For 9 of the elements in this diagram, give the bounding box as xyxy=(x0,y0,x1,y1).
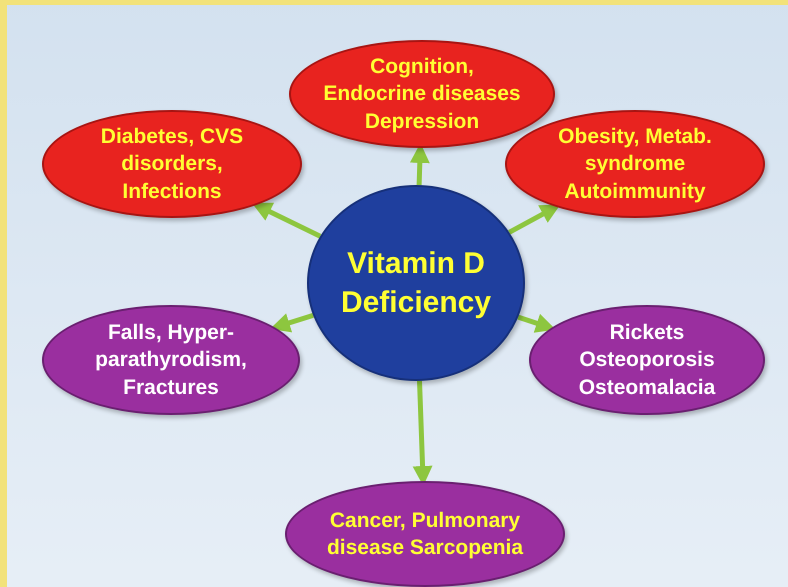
arrow xyxy=(252,202,322,239)
node-label: Cancer, Pulmonary disease Sarcopenia xyxy=(326,508,524,561)
node-label: Obesity, Metab. syndrome Autoimmunity xyxy=(557,124,713,205)
node-label: Diabetes, CVS disorders, Infections xyxy=(100,124,244,205)
node-label: Vitamin D Deficiency xyxy=(340,246,492,321)
node-label: Rickets Osteoporosis Osteomalacia xyxy=(578,320,716,401)
arrow xyxy=(508,204,560,234)
node-label: Falls, Hyper-parathyrodism, Fractures xyxy=(94,320,248,401)
node-label: Cognition, Endocrine diseases Depression xyxy=(322,54,522,135)
